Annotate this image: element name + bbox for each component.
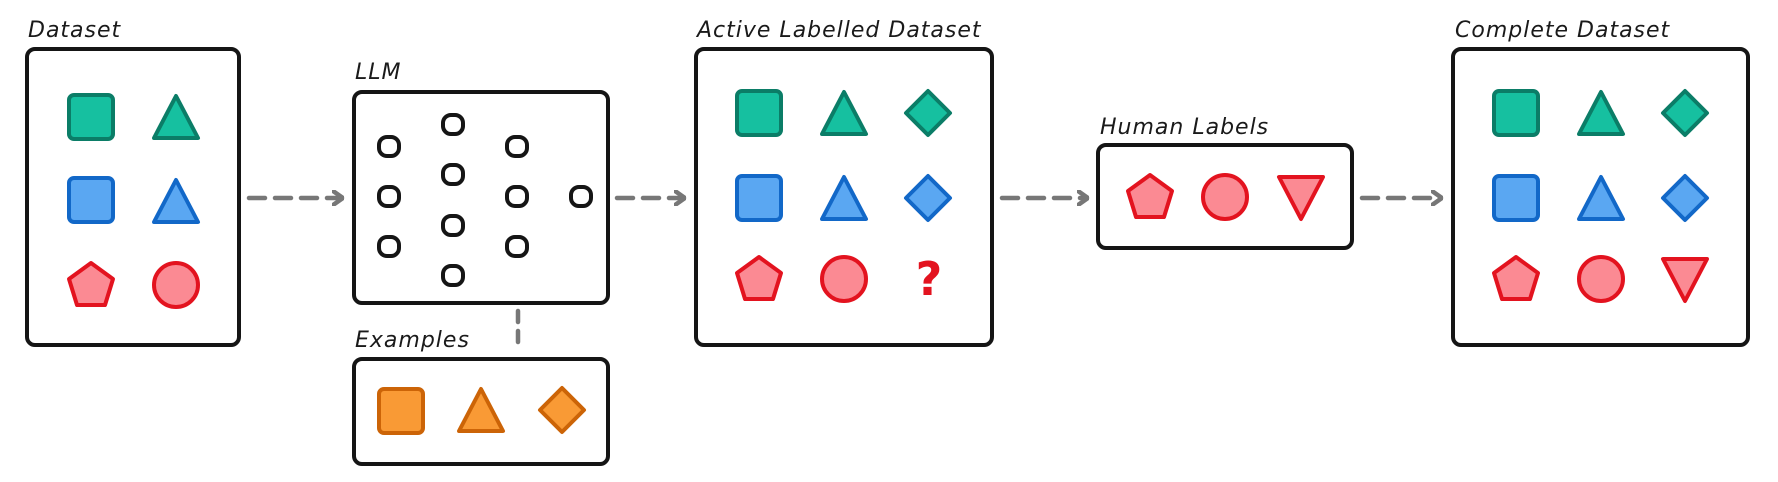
red-down-triangle-shape — [1277, 175, 1325, 221]
neuron-node — [441, 264, 465, 287]
active-dataset-shapes — [735, 89, 952, 303]
blue-square-shape — [67, 176, 115, 224]
orange-square-shape — [377, 387, 425, 435]
teal-triangle-shape — [152, 94, 200, 140]
active-dataset-label: Active Labelled Dataset — [697, 18, 982, 43]
red-circle-shape — [152, 261, 200, 309]
teal-triangle-shape — [820, 90, 868, 136]
teal-diamond-shape — [904, 89, 952, 137]
complete-dataset-label: Complete Dataset — [1455, 18, 1671, 43]
neuron-node — [569, 185, 593, 208]
teal-square-shape — [67, 93, 115, 141]
red-pentagon-shape — [1126, 173, 1174, 219]
teal-triangle-shape — [1577, 90, 1625, 136]
neuron-node — [377, 185, 401, 208]
red-pentagon-shape — [67, 261, 115, 307]
blue-square-shape — [735, 174, 783, 222]
neuron-node — [377, 235, 401, 258]
neuron-node — [505, 185, 529, 208]
complete-dataset-shapes — [1492, 89, 1709, 303]
neuron-node — [441, 214, 465, 237]
red-circle-shape — [820, 255, 868, 303]
neuron-node — [441, 113, 465, 136]
teal-square-shape — [1492, 89, 1540, 137]
llm-label: LLM — [355, 60, 402, 85]
dataset-shapes — [67, 93, 200, 309]
blue-triangle-shape — [1577, 175, 1625, 221]
neuron-node — [505, 135, 529, 158]
examples-label: Examples — [355, 328, 470, 353]
blue-triangle-shape — [820, 175, 868, 221]
red-pentagon-shape — [1492, 255, 1540, 301]
dataset-label: Dataset — [28, 18, 122, 43]
red-circle-shape — [1201, 173, 1249, 221]
blue-diamond-shape — [904, 174, 952, 222]
orange-diamond-shape — [538, 386, 586, 434]
neuron-node — [441, 163, 465, 186]
blue-diamond-shape — [1661, 174, 1709, 222]
red-down-triangle-shape — [1661, 257, 1709, 303]
blue-square-shape — [1492, 174, 1540, 222]
dataset-box — [25, 47, 241, 347]
human-labels-shapes — [1126, 173, 1325, 221]
teal-square-shape — [735, 89, 783, 137]
neuron-node — [505, 235, 529, 258]
neuron-node — [377, 135, 401, 158]
llm-neurons — [377, 113, 593, 287]
unknown-label-mark: ? — [916, 252, 943, 306]
orange-triangle-shape — [457, 387, 505, 433]
red-circle-shape — [1577, 255, 1625, 303]
llm-box — [352, 90, 610, 305]
red-pentagon-shape — [735, 255, 783, 301]
examples-shapes — [377, 386, 586, 435]
human-labels-label: Human Labels — [1100, 115, 1270, 140]
teal-diamond-shape — [1661, 89, 1709, 137]
blue-triangle-shape — [152, 178, 200, 224]
